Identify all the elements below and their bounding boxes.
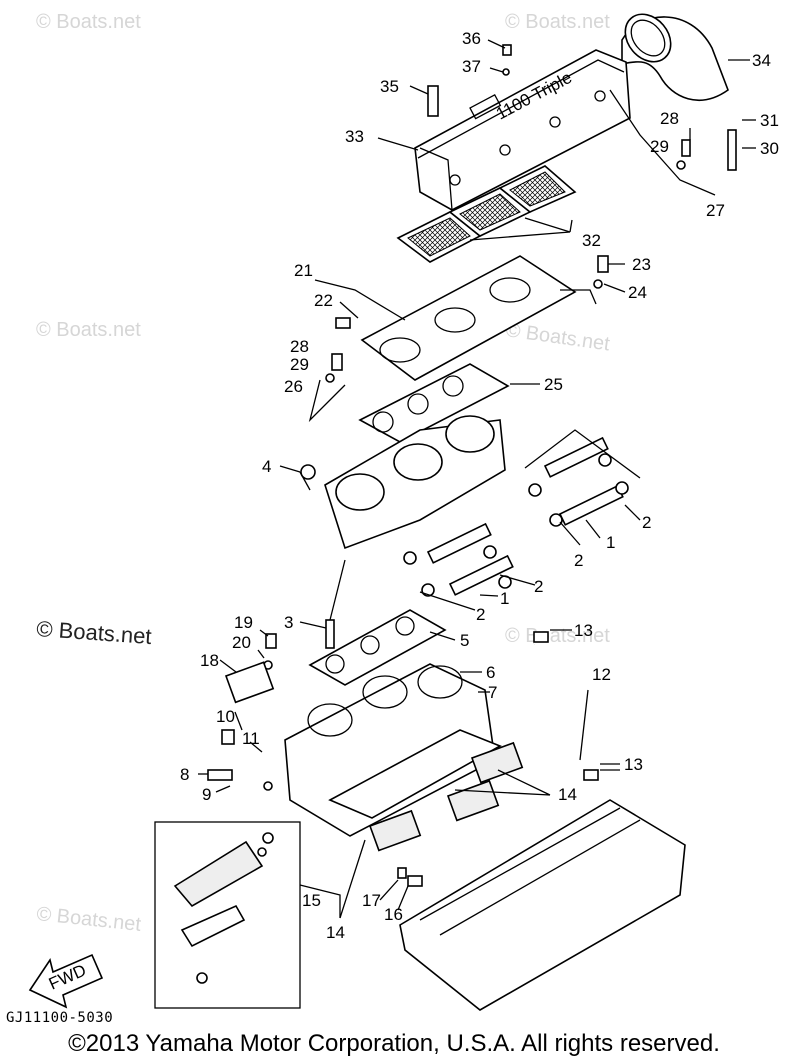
callout-25: 25 [544,375,563,394]
callout-12: 12 [592,665,611,684]
copyright-notice: ©2013 Yamaha Motor Corporation, U.S.A. A… [68,1030,720,1057]
leader-lines [198,39,756,919]
callout-4: 4 [262,457,271,476]
callout-37: 37 [462,57,481,76]
callout-2: 2 [574,551,583,570]
callout-30: 30 [760,139,779,158]
callout-31: 31 [760,111,779,130]
callout-numbers: 34 36 37 35 33 28 31 29 30 27 32 21 23 2… [180,29,779,942]
part-5-gasket [308,609,447,686]
callout-27: 27 [706,201,725,220]
callout-23: 23 [632,255,651,274]
watermark: © Boats.net [505,11,610,33]
callout-18: 18 [200,651,219,670]
fwd-arrow: FWD [28,953,104,1009]
watermark-dark: © Boats.net [36,616,153,649]
callout-15: 15 [302,891,321,910]
callout-2: 2 [534,577,543,596]
diagram-code: GJ11100-5030 [6,1010,114,1026]
callout-35: 35 [380,77,399,96]
callout-13: 13 [574,621,593,640]
callout-29: 29 [650,137,669,156]
callout-7: 7 [488,683,497,702]
callout-3: 3 [284,613,293,632]
watermark: © Boats.net [36,11,141,33]
callout-34: 34 [752,51,771,70]
hardware [207,44,737,887]
callout-11: 11 [242,729,260,748]
callout-28: 28 [660,109,679,128]
callout-1: 1 [606,533,615,552]
inset-part-15 [154,821,301,1009]
part-34-elbow-hose [621,13,729,101]
callout-14: 14 [326,923,345,942]
watermark: © Boats.net [505,625,610,647]
part-14-reed-valves [368,741,524,852]
callout-32: 32 [582,231,601,250]
callout-17: 17 [362,891,381,910]
callout-10: 10 [216,707,235,726]
callout-33: 33 [345,127,364,146]
part-21-plate [360,255,577,381]
part-1-2-hoses [403,436,629,597]
callout-21: 21 [294,261,313,280]
callout-5: 5 [460,631,469,650]
watermark: © Boats.net [35,903,142,936]
part-7-plate [328,729,502,819]
callout-1: 1 [500,589,509,608]
callout-28: 28 [290,337,309,356]
part-32-screens [396,165,577,263]
carburetor-assembly [324,415,506,550]
crankcase [399,799,686,1011]
callout-13: 13 [624,755,643,774]
callout-9: 9 [202,785,211,804]
callout-24: 24 [628,283,647,302]
watermark: © Boats.net [36,319,141,341]
callout-22: 22 [314,291,333,310]
callout-36: 36 [462,29,481,48]
callout-29: 29 [290,355,309,374]
callout-8: 8 [180,765,189,784]
callout-2: 2 [476,605,485,624]
part-25-gasket [358,363,510,443]
callout-14: 14 [558,785,577,804]
callout-20: 20 [232,633,251,652]
callout-6: 6 [486,663,495,682]
part-12-hose [520,631,599,781]
callout-26: 26 [284,377,303,396]
callout-16: 16 [384,905,403,924]
watermark: © Boats.net [504,319,611,355]
callout-2: 2 [642,513,651,532]
callout-19: 19 [234,613,253,632]
